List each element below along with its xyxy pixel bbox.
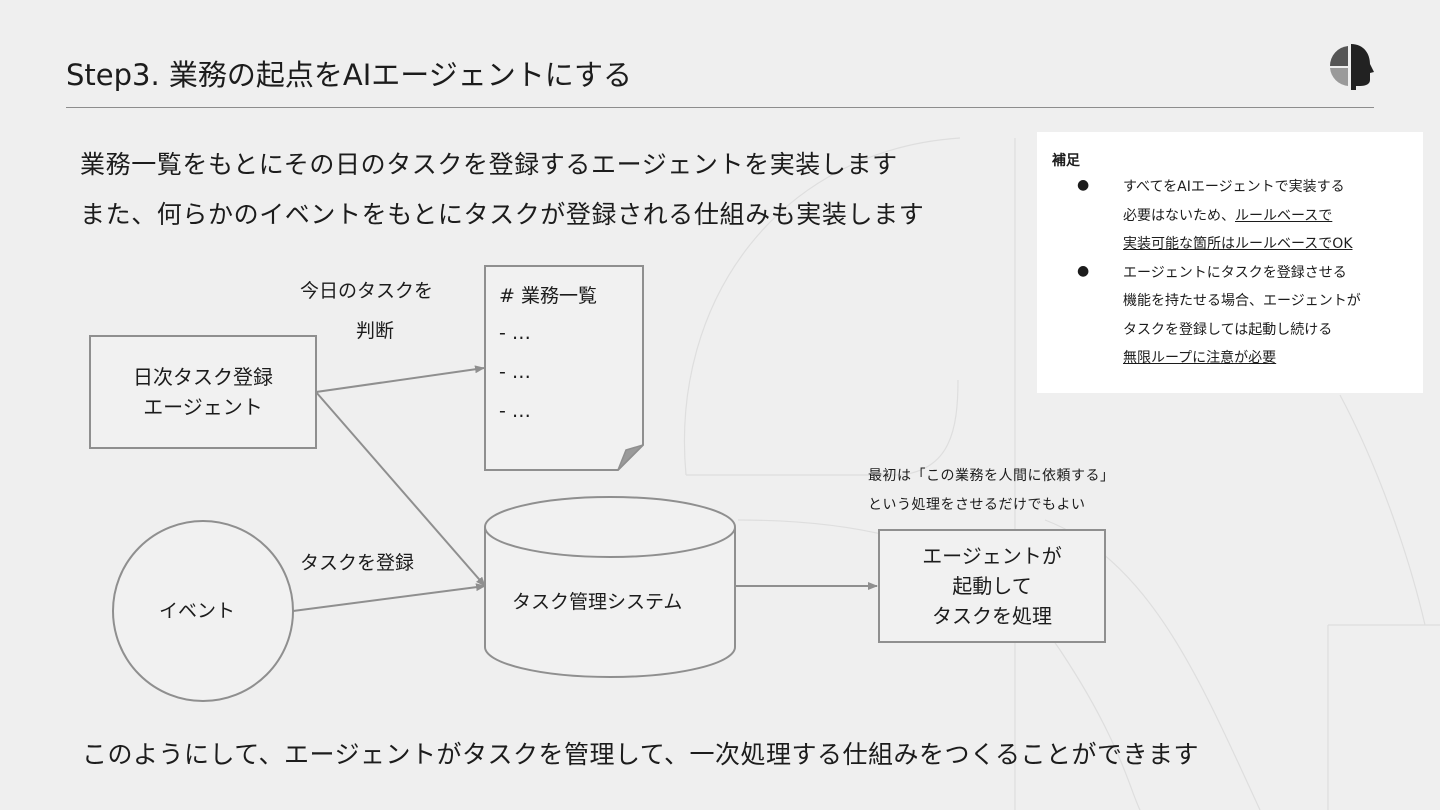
daily-agent-label-1: 日次タスク登録: [133, 365, 273, 389]
doc-item: - …: [499, 400, 531, 422]
cylinder-body: [484, 527, 736, 678]
note-line: 機能を持たせる場合、エージェントが: [1123, 293, 1361, 309]
daily-task-agent-box: 日次タスク登録 エージェント: [89, 335, 317, 449]
agent-process-label-1: エージェントが: [922, 544, 1062, 568]
doc-item: - …: [499, 361, 531, 383]
doc-fold: [617, 444, 644, 471]
note-line: タスクを登録しては起動し続ける: [1123, 322, 1333, 338]
note-line: 無限ループに注意が必要: [1123, 350, 1277, 366]
cylinder-top: [484, 496, 736, 558]
arrow-agent-to-system: [315, 391, 486, 587]
judge-label-2: 判断: [356, 320, 395, 342]
page-title: Step3. 業務の起点をAIエージェントにする: [66, 58, 633, 92]
hint-line-1: 最初は「この業務を人間に依頼する」: [868, 468, 1115, 484]
task-system-label: タスク管理システム: [512, 591, 683, 613]
note-heading: 補足: [1052, 153, 1080, 169]
register-label: タスクを登録: [300, 552, 415, 574]
agent-process-label-2: 起動して: [952, 574, 1032, 598]
daily-agent-label-2: エージェント: [143, 395, 263, 419]
event-circle: [112, 520, 294, 702]
note-bullet-1: ●: [1077, 177, 1090, 193]
doc-item: - …: [499, 322, 531, 344]
judge-label-1: 今日のタスクを: [300, 280, 434, 302]
intro-line-2: また、何らかのイベントをもとにタスクが登録される仕組みも実装します: [80, 200, 925, 229]
note-line: 必要はないため、ルールベースで: [1123, 208, 1333, 224]
brand-logo-icon: [1329, 44, 1374, 90]
note-line: すべてをAIエージェントで実装する: [1123, 179, 1345, 195]
note-line: 実装可能な箇所はルールベースでOK: [1123, 236, 1353, 252]
summary-text: このようにして、エージェントがタスクを管理して、一次処理する仕組みをつくることが…: [82, 740, 1200, 769]
event-label: イベント: [159, 600, 236, 622]
agent-process-label-3: タスクを処理: [932, 604, 1052, 628]
note-panel: 補足 ● すべてをAIエージェントで実装する 必要はないため、ルールベースで 実…: [1037, 132, 1423, 393]
arrow-event-to-system: [292, 583, 486, 612]
note-line: エージェントにタスクを登録させる: [1123, 265, 1347, 281]
agent-process-box: エージェントが 起動して タスクを処理: [878, 529, 1106, 643]
doc-heading: # 業務一覧: [499, 285, 597, 307]
title-divider: [66, 107, 1374, 108]
arrow-agent-to-doc: [315, 365, 485, 393]
note-bullet-2: ●: [1077, 263, 1090, 279]
hint-line-2: という処理をさせるだけでもよい: [868, 497, 1086, 513]
intro-line-1: 業務一覧をもとにその日のタスクを登録するエージェントを実装します: [80, 150, 898, 179]
